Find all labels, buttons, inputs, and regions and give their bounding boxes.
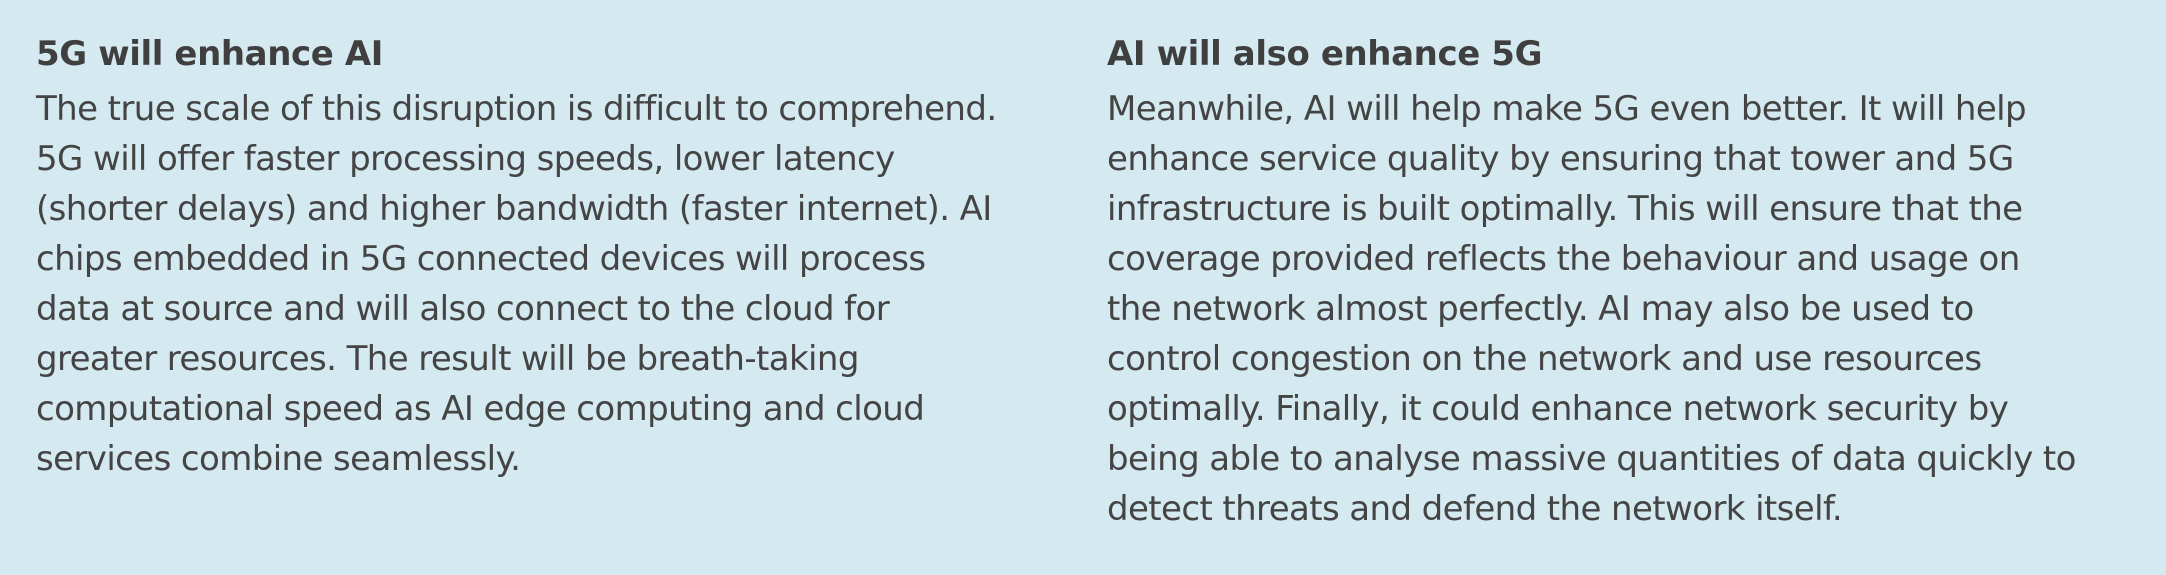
right-text-line: optimally. Finally, it could enhance net… [1107,389,2009,429]
left-heading: 5G will enhance AI [36,34,384,74]
right-text-line: detect threats and defend the network it… [1107,489,1843,529]
left-text-line: 5G will offer faster processing speeds, … [36,139,895,179]
right-text-line: the network almost perfectly. AI may als… [1107,289,1974,329]
right-text-line: infrastructure is built optimally. This … [1107,189,2023,229]
right-text-line: being able to analyse massive quantities… [1107,439,2076,479]
left-text-line: greater resources. The result will be br… [36,339,859,379]
left-text-line: chips embedded in 5G connected devices w… [36,239,926,279]
left-text-line: services combine seamlessly. [36,439,521,479]
left-text-line: (shorter delays) and higher bandwidth (f… [36,189,992,229]
right-heading: AI will also enhance 5G [1107,34,1543,74]
left-text-line: data at source and will also connect to … [36,289,890,329]
right-text-line: control congestion on the network and us… [1107,339,1982,379]
right-text-line: coverage provided reflects the behaviour… [1107,239,2020,279]
right-body-text: Meanwhile, AI will help make 5G even bet… [1107,84,2147,534]
right-text-line: Meanwhile, AI will help make 5G even bet… [1107,89,2027,129]
left-column: 5G will enhance AI The true scale of thi… [36,26,1076,484]
right-column: AI will also enhance 5G Meanwhile, AI wi… [1107,26,2147,534]
left-body-text: The true scale of this disruption is dif… [36,84,1076,484]
right-text-line: enhance service quality by ensuring that… [1107,139,2014,179]
left-text-line: computational speed as AI edge computing… [36,389,925,429]
left-text-line: The true scale of this disruption is dif… [36,89,997,129]
